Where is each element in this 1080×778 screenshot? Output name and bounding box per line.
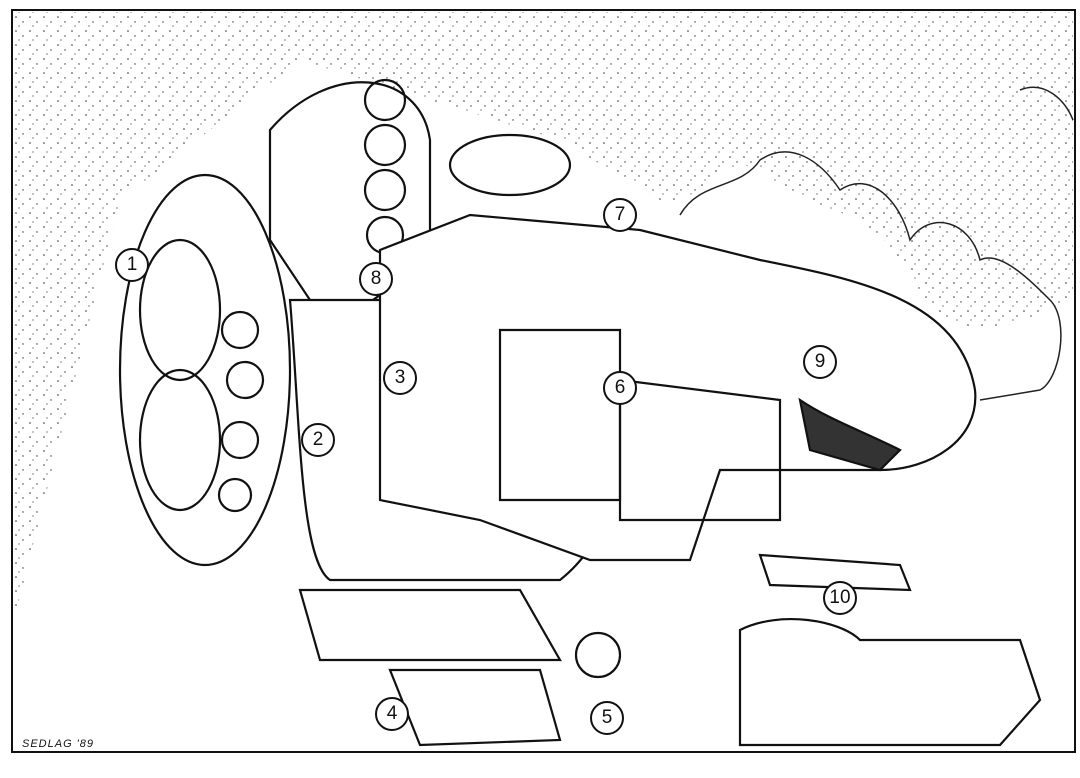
callout-2: 2 xyxy=(301,423,335,457)
callout-9: 9 xyxy=(803,345,837,379)
callout-1: 1 xyxy=(115,248,149,282)
callout-7: 7 xyxy=(603,198,637,232)
stippled-sky xyxy=(14,12,1073,620)
vehicle-linework xyxy=(118,78,1042,747)
callout-4: 4 xyxy=(375,697,409,731)
frame-border xyxy=(11,9,1076,753)
artist-signature: SEDLAG '89 xyxy=(22,738,95,750)
callout-8: 8 xyxy=(359,262,393,296)
clouds xyxy=(679,86,1074,401)
callout-6: 6 xyxy=(603,371,637,405)
callout-5: 5 xyxy=(590,701,624,735)
callout-10: 10 xyxy=(823,581,857,615)
callout-3: 3 xyxy=(383,361,417,395)
